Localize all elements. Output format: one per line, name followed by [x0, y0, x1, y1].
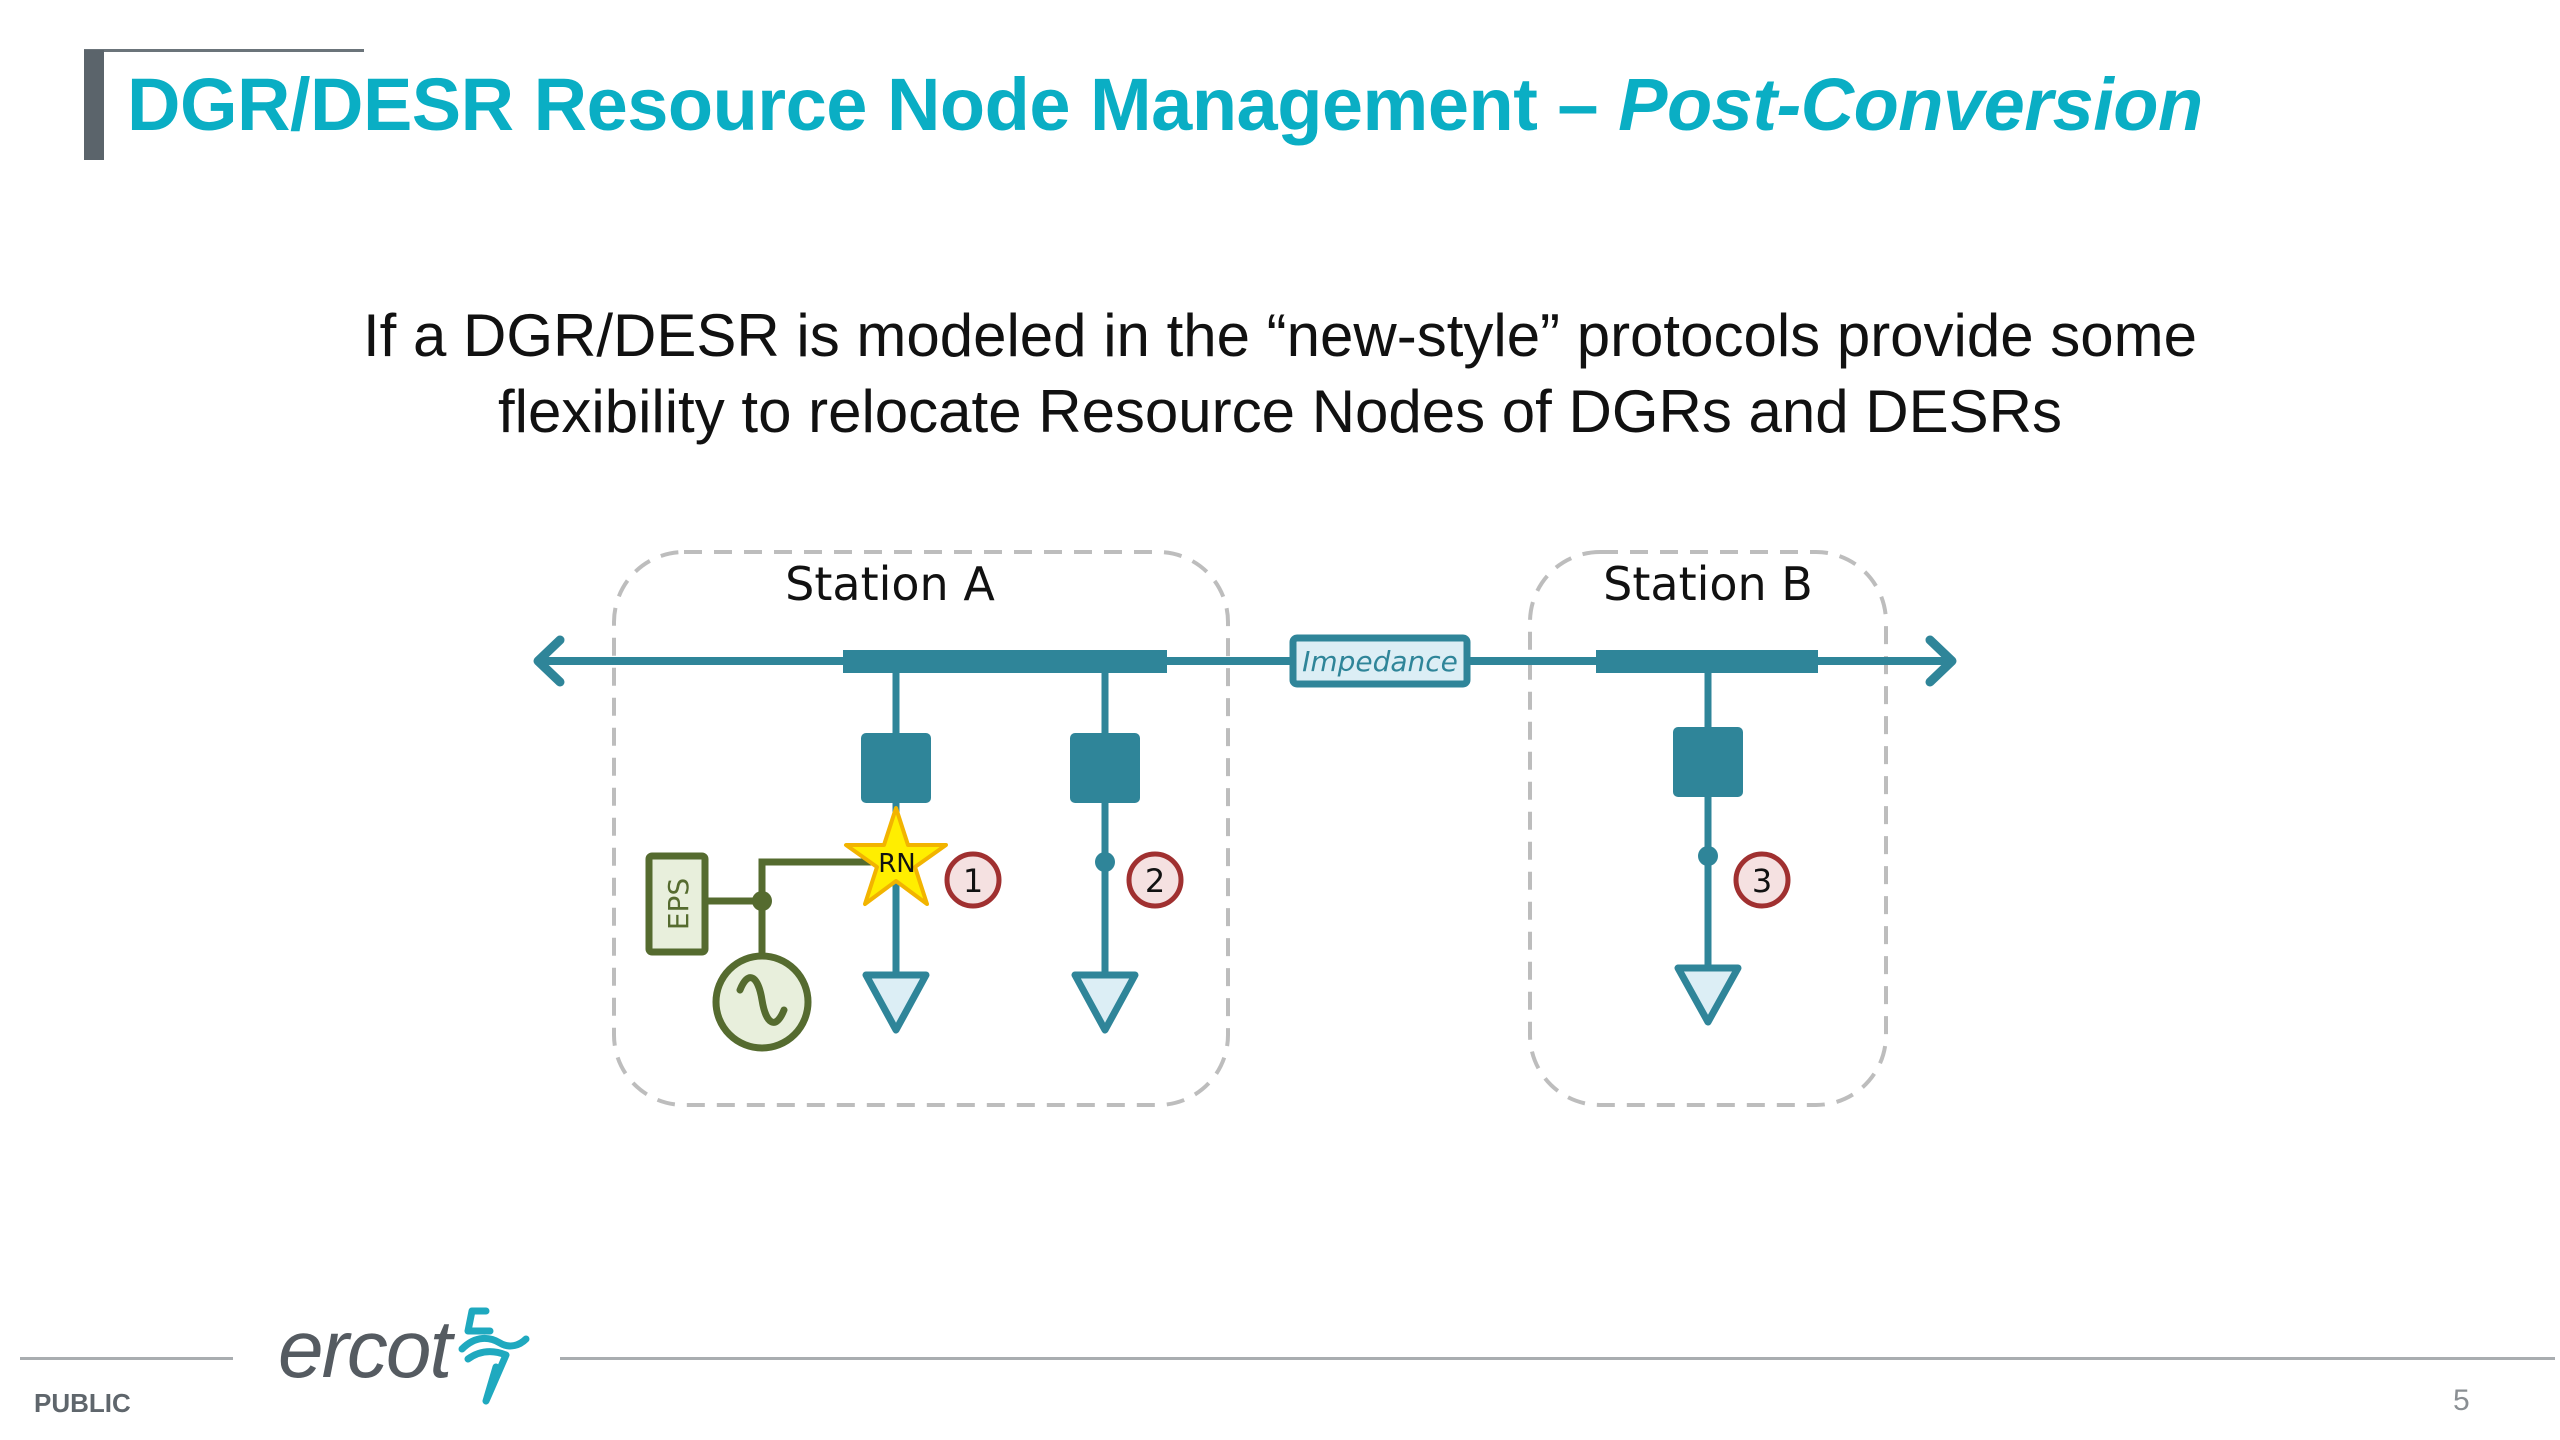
station-b-label: Station B	[1603, 557, 1813, 611]
breaker-3	[1673, 727, 1743, 797]
marker-1-label: 1	[963, 862, 983, 900]
eps-label: EPS	[662, 878, 695, 930]
load-2-icon	[1071, 971, 1139, 1034]
marker-1	[944, 851, 1002, 909]
generator-tie-wire	[758, 858, 880, 955]
arrow-right-icon	[1925, 635, 1957, 687]
marker-2	[1126, 851, 1184, 909]
footer-line-right	[560, 1357, 2555, 1360]
title-accent-line	[84, 49, 364, 52]
title-accent-bar	[84, 50, 104, 160]
station-a-box	[612, 550, 1230, 1107]
bus-station-a	[843, 650, 1167, 673]
station-a-label: Station A	[785, 557, 995, 611]
sine-wave-icon	[736, 974, 788, 1026]
node-dot-3	[1698, 846, 1718, 866]
page-title-italic: Post-Conversion	[1618, 63, 2203, 146]
page-title: DGR/DESR Resource Node Management – Post…	[127, 62, 2203, 147]
impedance-label: Impedance	[1302, 645, 1458, 678]
resource-node-star-icon	[844, 806, 948, 906]
subtitle-line-2: flexibility to relocate Resource Nodes o…	[498, 378, 2062, 445]
load-1-icon	[862, 971, 930, 1034]
breaker-1	[861, 733, 931, 803]
marker-3-label: 3	[1752, 862, 1772, 900]
load-3-icon	[1674, 964, 1742, 1026]
subtitle: If a DGR/DESR is modeled in the “new-sty…	[0, 298, 2560, 450]
logo-text: ercot	[278, 1304, 452, 1395]
node-dot-2	[1095, 852, 1115, 872]
breaker-2	[1070, 733, 1140, 803]
ercot-bolt-icon	[458, 1307, 530, 1405]
arrow-left-icon	[533, 635, 565, 687]
classification-label: PUBLIC	[34, 1388, 131, 1418]
bus-station-b	[1596, 650, 1818, 673]
page-number: 5	[2453, 1384, 2470, 1417]
impedance-box	[1289, 634, 1471, 688]
subtitle-line-1: If a DGR/DESR is modeled in the “new-sty…	[362, 302, 2198, 369]
marker-2-label: 2	[1145, 862, 1165, 900]
resource-node-label: RN	[878, 849, 916, 879]
marker-3	[1733, 851, 1791, 909]
generator-junction-dot	[752, 891, 772, 911]
footer-line-left	[20, 1357, 233, 1360]
page-title-main: DGR/DESR Resource Node Management –	[127, 63, 1619, 146]
station-b-box	[1528, 550, 1888, 1107]
eps-box	[645, 852, 709, 956]
